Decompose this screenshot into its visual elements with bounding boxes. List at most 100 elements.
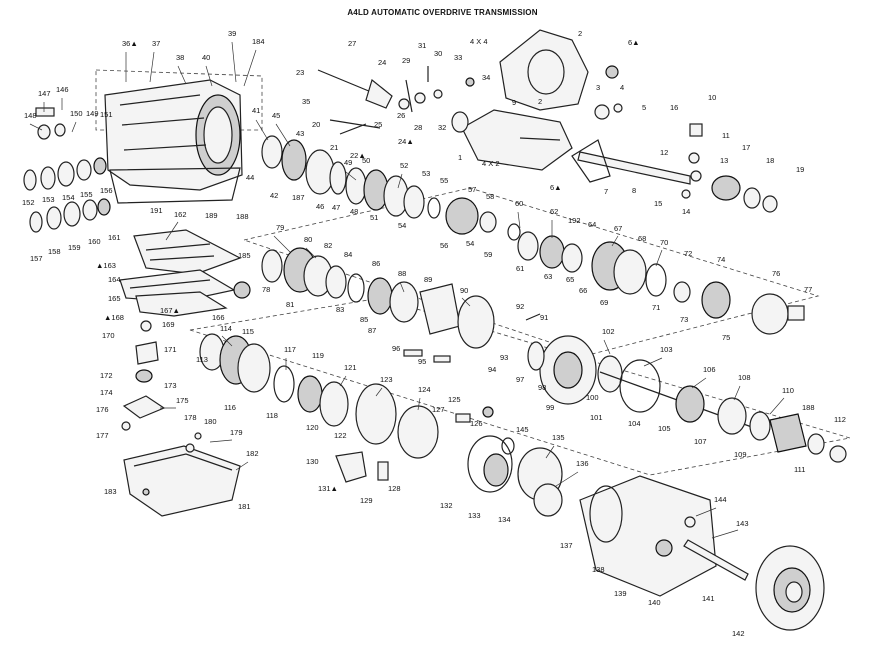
part-number-label: 169 <box>162 320 175 329</box>
part-number-label: 90 <box>460 286 468 295</box>
part-number-label: 144 <box>714 495 727 504</box>
part-number-label: 62 <box>550 207 558 216</box>
part-number-label: 65 <box>566 275 574 284</box>
part-number-label: 109 <box>734 450 747 459</box>
forward-clutch-stack <box>261 135 521 241</box>
rear-servo-parts <box>23 107 111 233</box>
part-number-label: 42 <box>270 191 278 200</box>
part-number-label: 76 <box>772 269 780 278</box>
part-number-label: 136 <box>576 459 589 468</box>
part-number-label: 8 <box>632 186 636 195</box>
part-number-label: 47 <box>332 203 340 212</box>
part-number-label: 147 <box>38 89 51 98</box>
part-number-label: 165 <box>108 294 121 303</box>
part-number-label: 166 <box>212 313 225 322</box>
part-number-label: 158 <box>48 247 61 256</box>
part-number-label: 33 <box>454 53 462 62</box>
part-number-label: 152 <box>22 198 35 207</box>
part-number-label: 175 <box>176 396 189 405</box>
manual-linkage <box>317 66 475 135</box>
part-number-label: 153 <box>42 195 55 204</box>
part-number-label: 4 <box>620 83 624 92</box>
part-number-label: 54 <box>466 239 474 248</box>
part-number-label: 99 <box>546 403 554 412</box>
part-number-label: 103 <box>660 345 673 354</box>
part-number-label: 126 <box>470 419 483 428</box>
part-number-label: 64 <box>588 220 596 229</box>
part-number-label: 79 <box>276 223 284 232</box>
part-number-label: 9 <box>512 98 516 107</box>
part-number-label: 30 <box>434 49 442 58</box>
part-number-label: 24▲ <box>398 137 414 146</box>
part-number-label: 133 <box>468 511 481 520</box>
part-number-label: 102 <box>602 327 615 336</box>
part-number-label: 180 <box>204 417 217 426</box>
part-number-label: 43 <box>296 129 304 138</box>
part-number-label: 119 <box>312 351 324 360</box>
input-shaft <box>683 539 749 581</box>
part-number-label: 140 <box>648 598 661 607</box>
part-number-label: 49 <box>344 158 352 167</box>
part-number-label: 12 <box>660 148 668 157</box>
part-number-label: 143 <box>736 519 749 528</box>
part-number-label: 89 <box>424 275 432 284</box>
part-number-label: 181 <box>238 502 251 511</box>
part-number-label: 11 <box>722 131 730 140</box>
part-number-label: 83 <box>336 305 344 314</box>
part-number-label: 15 <box>654 199 662 208</box>
part-number-label: ▲168 <box>104 313 124 322</box>
part-number-label: 101 <box>590 413 603 422</box>
part-number-label: 120 <box>306 423 319 432</box>
speedometer-gear <box>681 123 778 213</box>
part-number-label: 45 <box>272 111 280 120</box>
part-number-label: 184 <box>252 37 265 46</box>
part-number-label: 113 <box>196 355 208 364</box>
part-number-label: 161 <box>108 233 121 242</box>
part-number-label: 173 <box>164 381 177 390</box>
part-number-label: 55 <box>440 176 448 185</box>
part-number-label: 191 <box>150 206 163 215</box>
part-number-label: 7 <box>604 187 608 196</box>
part-number-label: 2 <box>538 97 542 106</box>
part-number-label: 155 <box>80 190 93 199</box>
part-number-label: 192 <box>568 216 581 225</box>
part-number-label: 72 <box>684 249 692 258</box>
part-number-label: 17 <box>742 143 750 152</box>
low-reverse-parts <box>335 435 563 517</box>
part-number-label: 149 <box>86 109 99 118</box>
part-number-label: 75 <box>722 333 730 342</box>
part-number-label: 4 X 4 <box>470 37 488 46</box>
part-number-label: 5 <box>642 103 646 112</box>
part-number-label: 167▲ <box>160 306 180 315</box>
part-number-label: 93 <box>500 353 508 362</box>
part-number-label: 185 <box>238 251 251 260</box>
part-number-label: 66 <box>579 286 587 295</box>
part-number-label: 139 <box>614 589 627 598</box>
part-number-label: 91 <box>540 313 548 322</box>
part-number-label: 68 <box>638 234 646 243</box>
part-number-label: 94 <box>488 365 496 374</box>
case-pan-gasket <box>109 167 241 204</box>
extension-4x2 <box>451 109 573 171</box>
converter-housing <box>579 475 717 597</box>
part-number-label: 36▲ <box>122 39 138 48</box>
part-number-label: 154 <box>62 193 75 202</box>
reverse-clutch-stack <box>675 385 847 463</box>
part-number-label: 58 <box>486 192 494 201</box>
part-number-label: 2 <box>578 29 582 38</box>
part-number-label: 146 <box>56 85 69 94</box>
part-number-label: 35 <box>302 97 310 106</box>
part-number-label: 82 <box>324 241 332 250</box>
part-number-label: 104 <box>628 419 641 428</box>
part-number-label: 13 <box>720 156 728 165</box>
part-number-label: 121 <box>344 363 357 372</box>
part-number-label: 189 <box>205 211 218 220</box>
part-number-label: 150 <box>70 109 83 118</box>
part-number-label: 26 <box>397 111 405 120</box>
part-number-label: 188 <box>802 403 815 412</box>
part-number-label: 178 <box>184 413 197 422</box>
part-number-label: 23 <box>296 68 304 77</box>
part-number-label: 122 <box>334 431 347 440</box>
part-number-label: 88 <box>398 269 406 278</box>
